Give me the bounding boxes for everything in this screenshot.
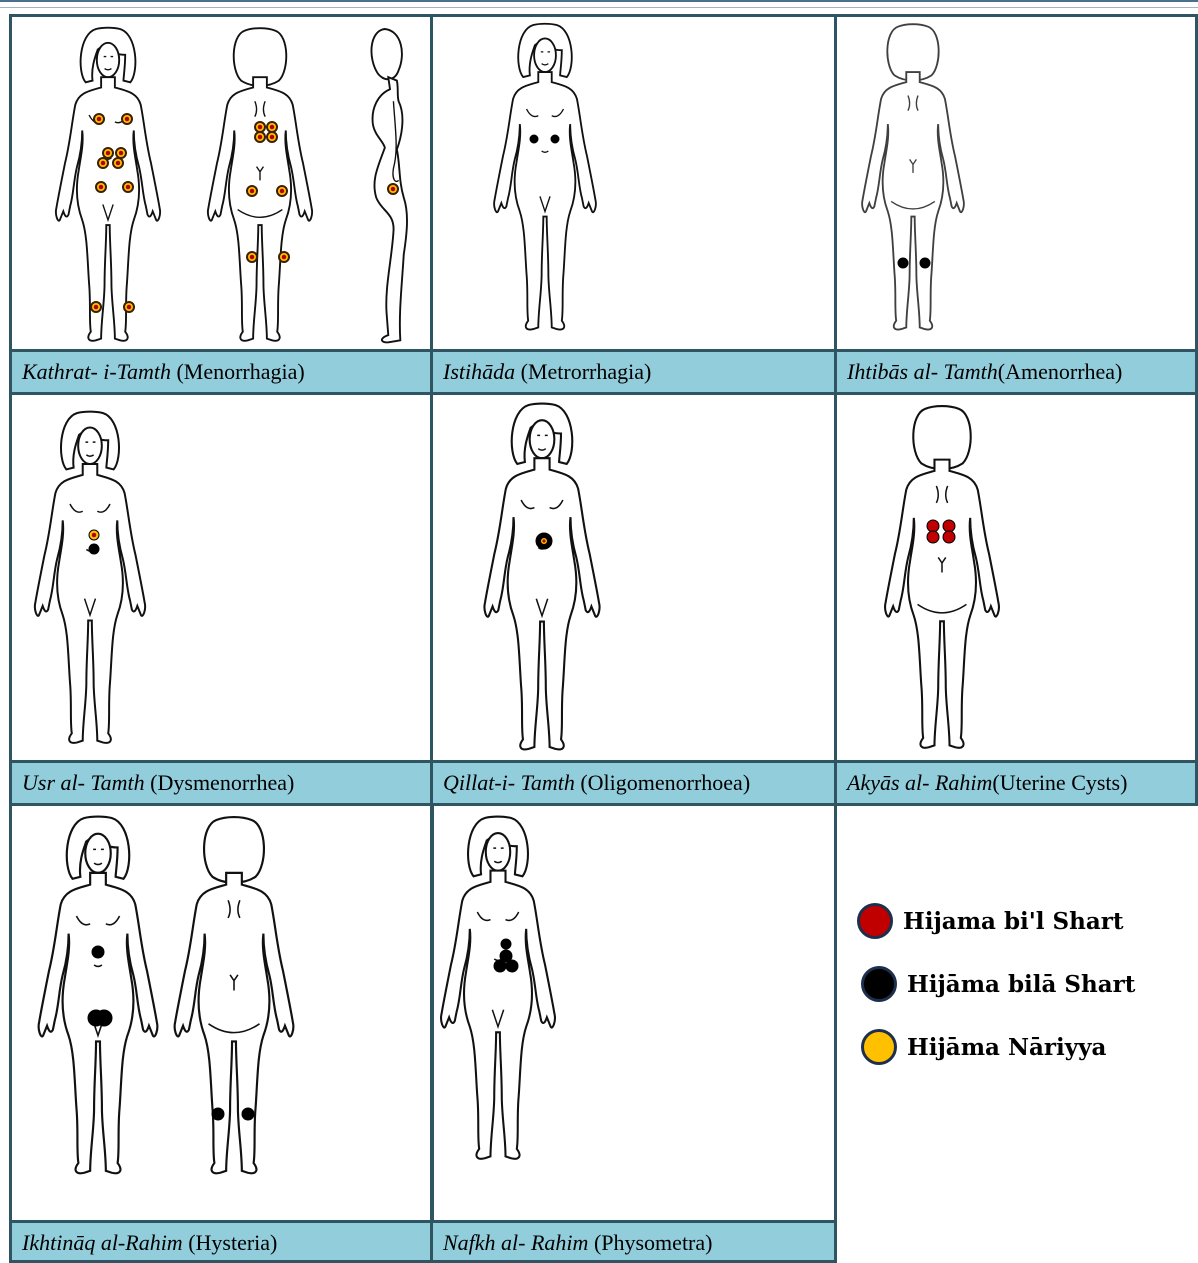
hijama-point-center [270, 135, 275, 140]
black-dot-icon [861, 966, 897, 1002]
hijama-point-icon [898, 258, 908, 268]
hijama-point-center [391, 187, 396, 192]
hijama-point-icon [530, 135, 538, 143]
hijama-point-center [119, 151, 124, 156]
hijama-point-center [92, 533, 97, 538]
hijama-point-center [270, 125, 275, 130]
hijama-point-center [250, 255, 255, 260]
caption-menorrhagia: Kathrat- i-Tamth (Menorrhagia) [9, 352, 433, 395]
figure-amenorrhea [837, 14, 1198, 352]
hijama-point-icon [89, 544, 99, 554]
hijama-point-center [125, 117, 130, 122]
figure-oligomenorrhoea [433, 395, 837, 763]
figure-back [175, 817, 294, 1173]
hijama-point-icon [927, 520, 939, 532]
hijama-point-icon [212, 1108, 224, 1120]
red-dot-icon [857, 903, 893, 939]
hijama-point-center [282, 255, 287, 260]
page-top-rule [0, 0, 1198, 6]
caption-amenorrhea: Ihtibās al- Tamth(Amenorrhea) [837, 352, 1198, 395]
hijama-point-icon [927, 531, 939, 543]
hijama-point-icon [96, 1010, 112, 1026]
hijama-point-center [99, 185, 104, 190]
figure-front [39, 817, 158, 1174]
hijama-point-center [280, 189, 285, 194]
figure-dysmenorrhea [9, 395, 433, 763]
figure-back [885, 406, 999, 748]
hijama-point-icon [242, 1108, 254, 1120]
hijama-point-center [542, 539, 545, 542]
hijama-point-icon [551, 135, 559, 143]
page-top-rule-thin [0, 7, 1198, 8]
hijama-point-center [116, 161, 121, 166]
hijama-points-table: Kathrat- i-Tamth (Menorrhagia) Istihāda … [9, 14, 1198, 1263]
figure-hysteria [9, 806, 433, 1223]
hijama-point-center [97, 117, 102, 122]
hijama-point-icon [920, 258, 930, 268]
figure-menorrhagia [9, 14, 433, 352]
figure-front [56, 28, 160, 341]
caption-uterine-cysts: Akyās al- Rahim(Uterine Cysts) [837, 763, 1198, 806]
figure-front [484, 404, 599, 750]
hijama-point-icon [501, 939, 511, 949]
figure-front [35, 412, 145, 743]
figure-back [862, 24, 964, 329]
legend-item-shart: Hijama bi'l Shart [857, 903, 1124, 939]
caption-dysmenorrhea: Usr al- Tamth (Dysmenorrhea) [9, 763, 433, 806]
caption-physometra: Nafkh al- Rahim (Physometra) [433, 1223, 837, 1263]
figure-front [441, 817, 555, 1159]
legend-item-bila-shart: Hijāma bilā Shart [861, 966, 1135, 1002]
caption-oligomenorrhoea: Qillat-i- Tamth (Oligomenorrhoea) [433, 763, 837, 806]
hijama-point-center [101, 161, 106, 166]
figure-uterine-cysts [837, 395, 1198, 763]
hijama-point-icon [943, 531, 955, 543]
caption-metrorrhagia: Istihāda (Metrorrhagia) [433, 352, 837, 395]
legend-panel: Hijama bi'l Shart Hijāma bilā Shart Hijā… [837, 806, 1198, 1263]
figure-metrorrhagia [433, 14, 837, 352]
hijama-point-center [258, 125, 263, 130]
legend-item-nariyya: Hijāma Nāriyya [861, 1029, 1106, 1065]
hijama-point-center [106, 151, 111, 156]
caption-hysteria: Ikhtināq al-Rahim (Hysteria) [9, 1223, 433, 1263]
hijama-point-center [126, 185, 131, 190]
hijama-point-center [250, 189, 255, 194]
hijama-point-center [258, 135, 263, 140]
hijama-point-icon [943, 520, 955, 532]
figure-front [494, 24, 596, 330]
hijama-point-icon [494, 960, 506, 972]
yellow-dot-icon [861, 1029, 897, 1065]
figure-physometra [433, 806, 837, 1223]
figure-back [208, 28, 312, 341]
hijama-point-center [127, 305, 132, 310]
hijama-point-icon [506, 960, 518, 972]
hijama-point-icon [92, 946, 104, 958]
hijama-point-center [94, 305, 99, 310]
